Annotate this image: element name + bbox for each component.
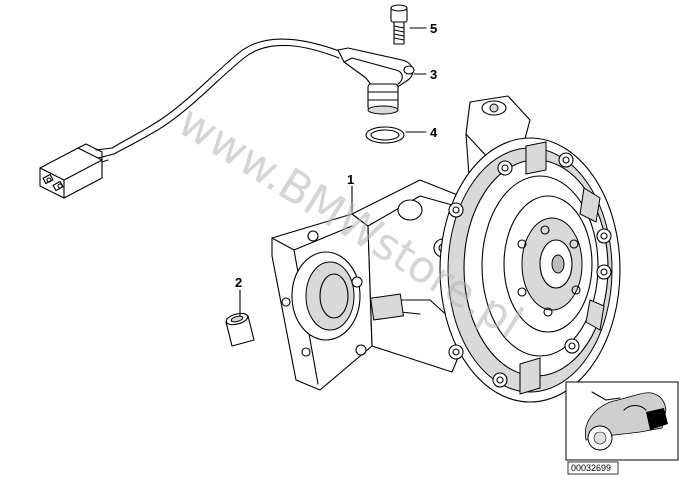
callout-label-5: 5 [430, 21, 437, 36]
bushing [225, 312, 255, 347]
callout-3: 3 [413, 67, 437, 82]
callout-label-4: 4 [430, 125, 438, 140]
callout-4: 4 [405, 125, 438, 140]
callout-label-2: 2 [235, 275, 242, 290]
wire-connector [39, 143, 103, 199]
motorcycle-silhouette-icon [585, 391, 668, 451]
callout-label-3: 3 [430, 67, 437, 82]
final-drive-housing [271, 95, 621, 403]
part-number-label: 00032699 [571, 463, 611, 473]
o-ring [365, 126, 405, 144]
callout-label-1: 1 [347, 172, 354, 187]
speed-sensor [337, 47, 415, 115]
highlight-marker-icon [646, 408, 668, 430]
callout-1: 1 [347, 172, 354, 213]
callout-5: 5 [409, 21, 437, 36]
bolt [390, 4, 408, 45]
callout-2: 2 [235, 275, 242, 317]
inset-thumbnail: 00032699 [565, 381, 679, 475]
